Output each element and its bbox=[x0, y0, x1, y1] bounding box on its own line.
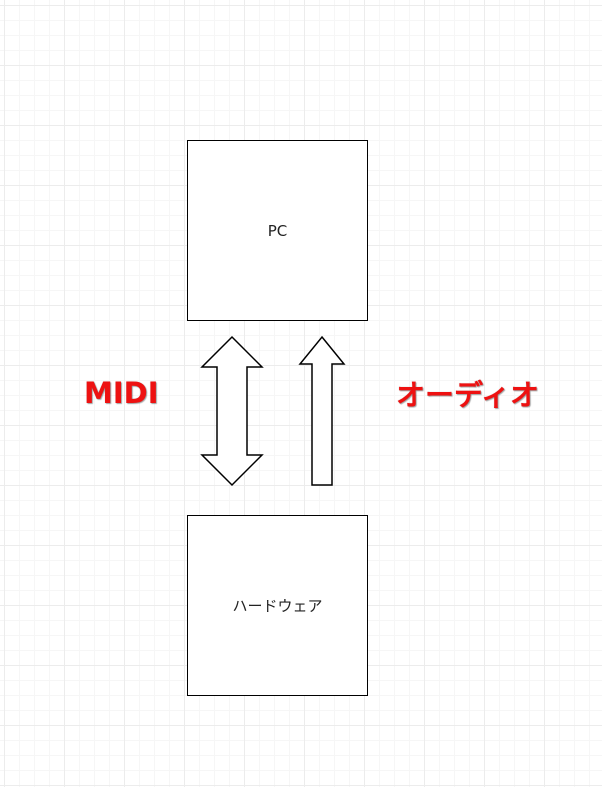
pc-node-label: PC bbox=[267, 221, 288, 240]
midi-double-arrow-icon[interactable] bbox=[200, 335, 264, 487]
hardware-node[interactable]: ハードウェア bbox=[187, 515, 368, 696]
pc-node[interactable]: PC bbox=[187, 140, 368, 321]
midi-edge-label: MIDI bbox=[84, 376, 159, 410]
hardware-node-label: ハードウェア bbox=[232, 597, 323, 615]
audio-edge-label: オーディオ bbox=[396, 378, 539, 412]
audio-up-arrow-icon[interactable] bbox=[298, 335, 346, 486]
